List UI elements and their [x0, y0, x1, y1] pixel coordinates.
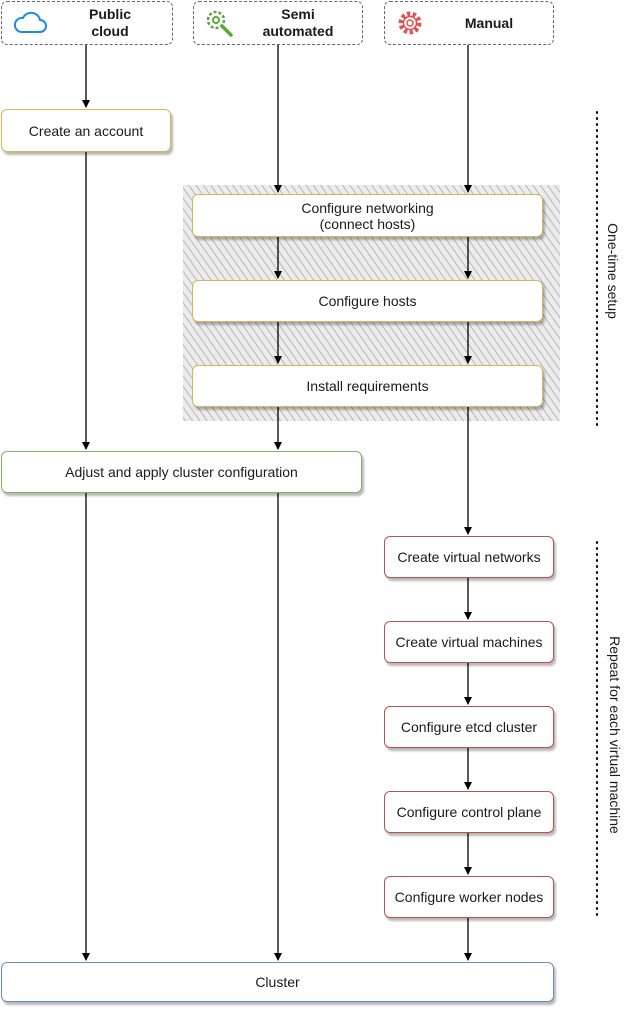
configure-etcd-step: Configure etcd cluster [384, 706, 554, 748]
manual-label: Manual [464, 14, 514, 31]
adjust-apply-config-step: Adjust and apply cluster configuration [1, 451, 362, 493]
create-virtual-networks-step: Create virtual networks [384, 536, 554, 578]
create-account-step: Create an account [1, 109, 171, 152]
configure-hosts-step: Configure hosts [192, 280, 543, 322]
configure-networking-step: Configure networking (connect hosts) [192, 194, 543, 237]
repeat-each-vm-label: Repeat for each virtual machine [607, 636, 623, 834]
public-cloud-label: Public cloud [88, 6, 131, 39]
semi-automated-label: Semi automated [262, 6, 334, 39]
gear-icon [398, 11, 422, 35]
cluster-result: Cluster [1, 962, 554, 1002]
install-requirements-step: Install requirements [192, 365, 543, 407]
manual-header: Manual [384, 1, 554, 45]
one-time-setup-label: One-time setup [605, 223, 621, 319]
cloud-icon [13, 11, 47, 33]
configure-control-plane-step: Configure control plane [384, 791, 554, 833]
semi-automated-header: Semi automated [193, 1, 363, 45]
create-virtual-machines-step: Create virtual machines [384, 621, 554, 663]
configure-worker-nodes-step: Configure worker nodes [384, 876, 554, 918]
magnifier-gear-icon [206, 10, 233, 37]
public-cloud-header: Public cloud [1, 1, 173, 45]
